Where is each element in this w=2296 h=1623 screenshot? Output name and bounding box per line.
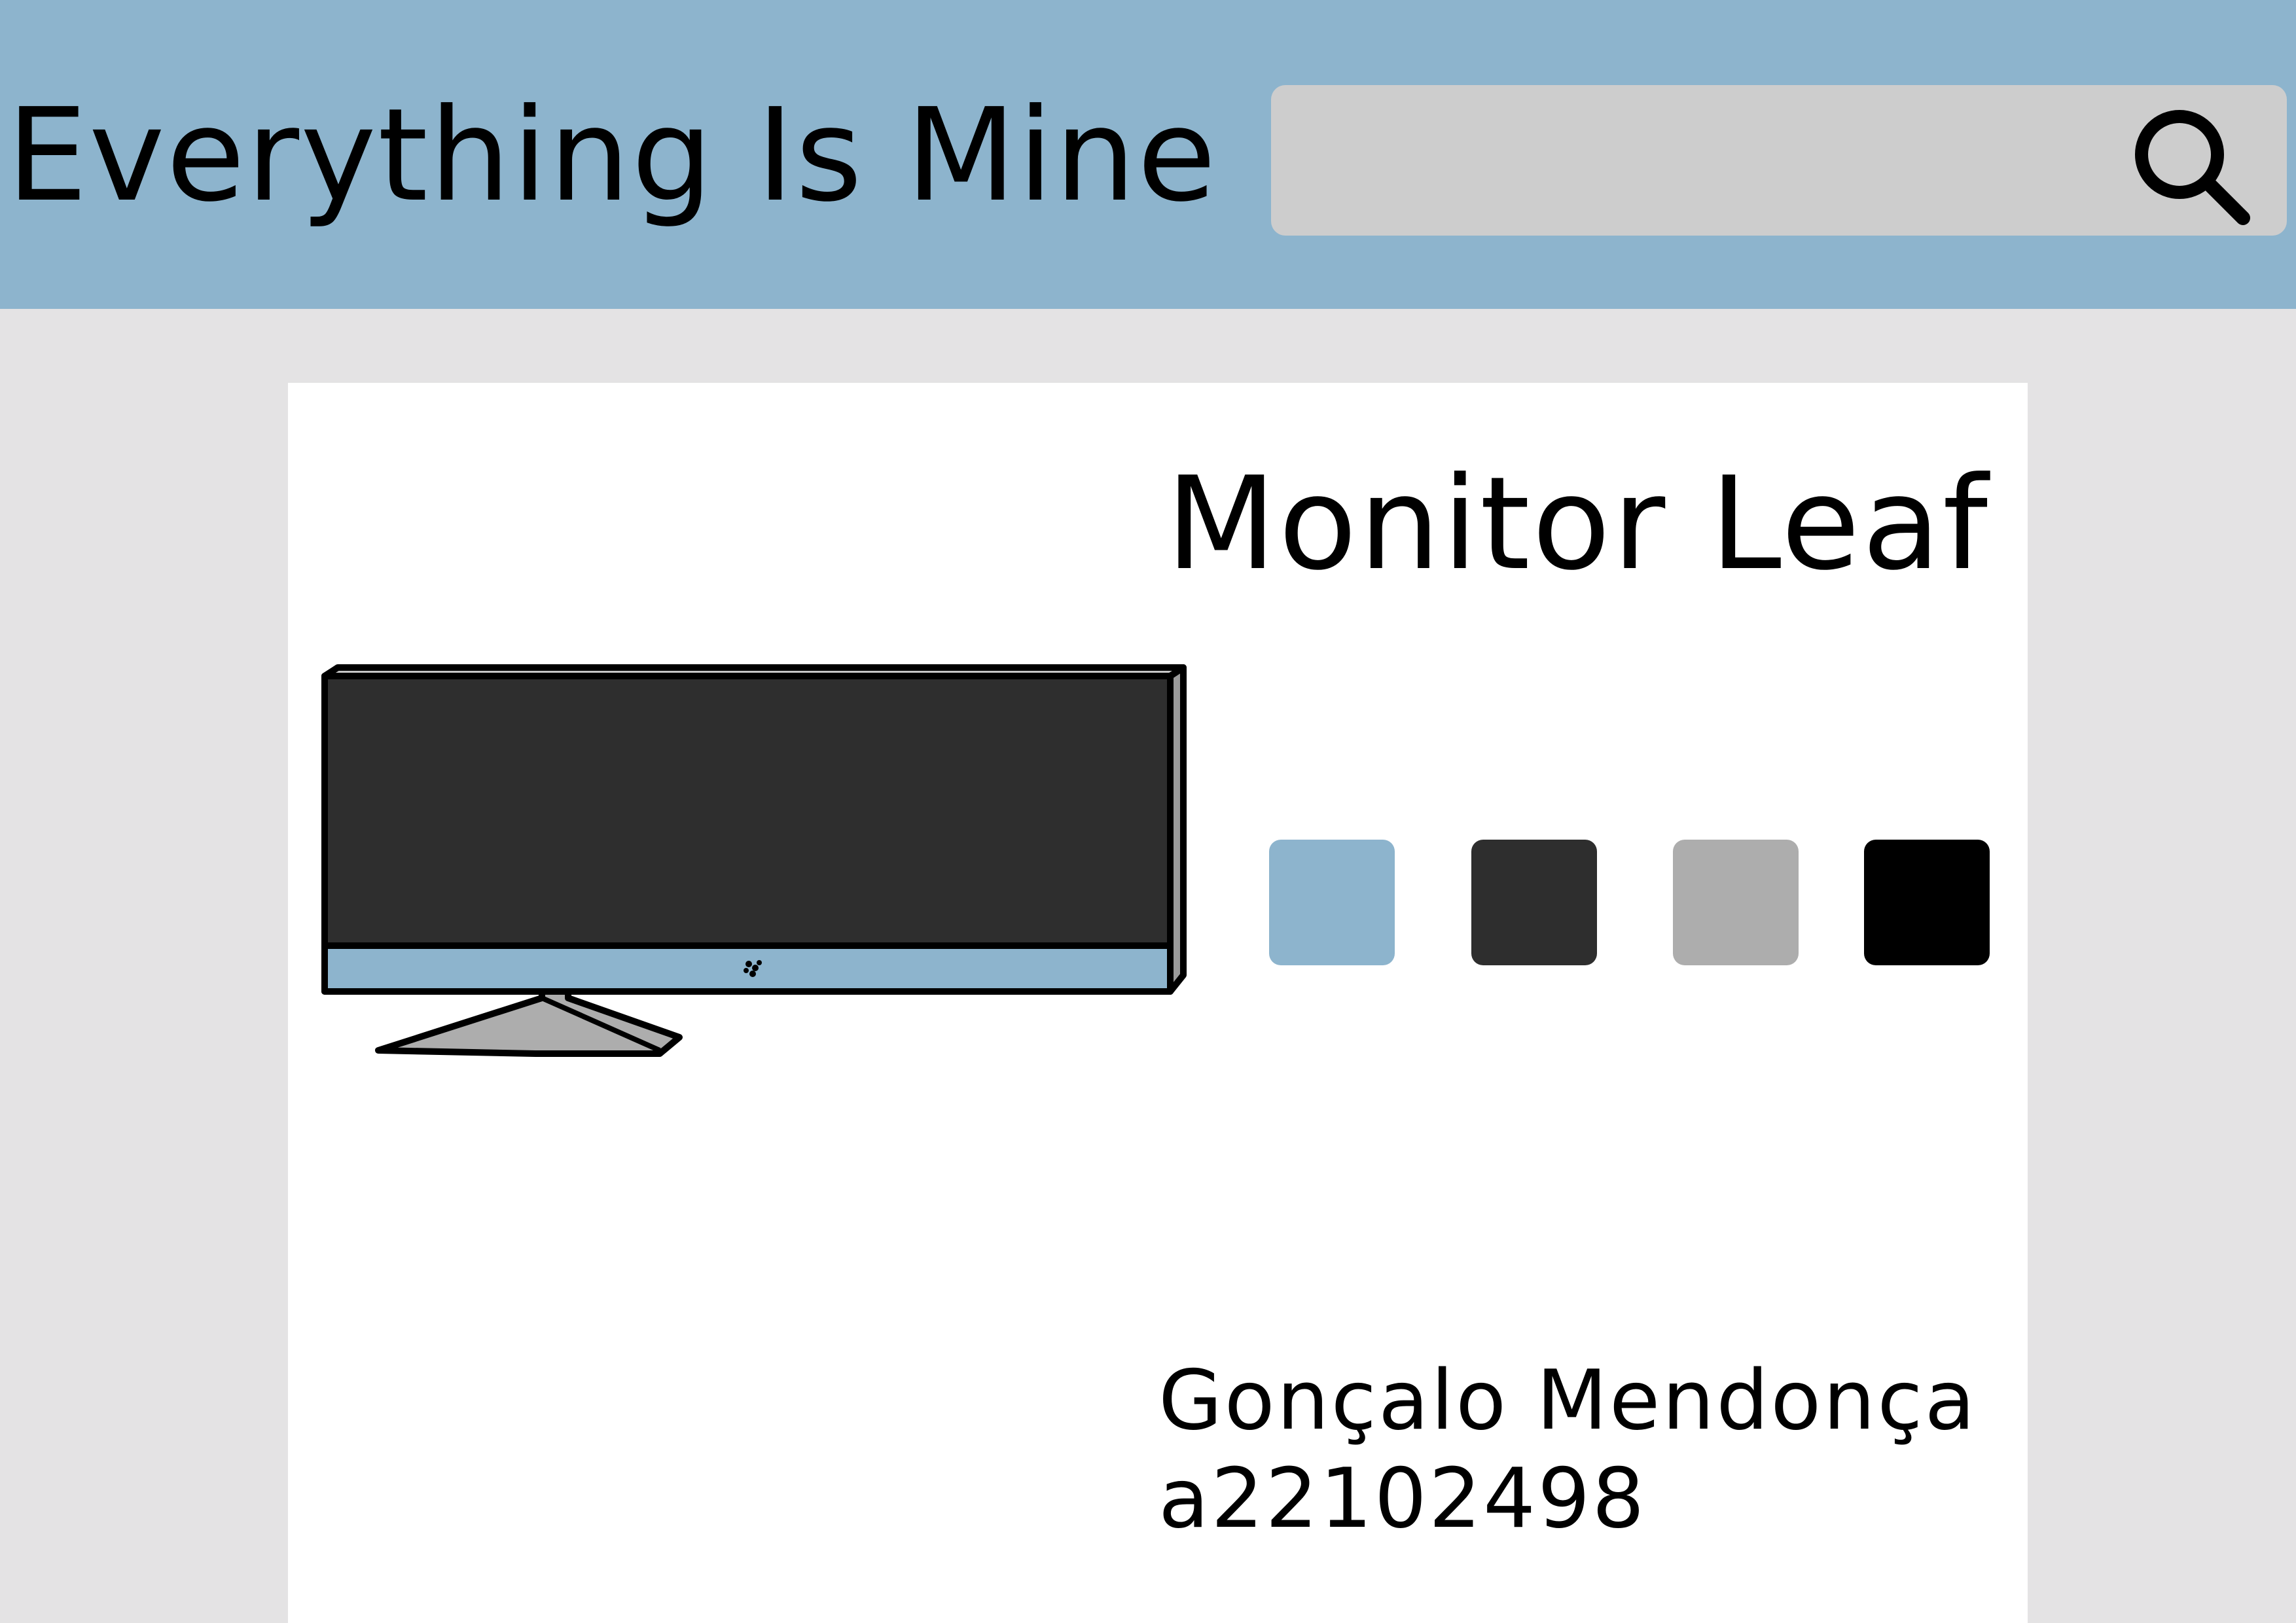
site-header: Everything Is Mine: [0, 0, 2296, 309]
search-icon[interactable]: [2122, 97, 2259, 234]
product-card: Monitor Leaf Gonçalo Mendonça a22102498: [288, 383, 2028, 1623]
credits: Gonçalo Mendonça a22102498: [1158, 1351, 1977, 1548]
color-swatch-gray[interactable]: [1673, 840, 1799, 965]
color-swatch-light-blue[interactable]: [1269, 840, 1395, 965]
product-title: Monitor Leaf: [1166, 450, 1990, 599]
search-input[interactable]: [1291, 111, 2063, 209]
color-swatch-dark-gray[interactable]: [1471, 840, 1597, 965]
site-title[interactable]: Everything Is Mine: [7, 81, 1218, 230]
author-name: Gonçalo Mendonça: [1158, 1352, 1977, 1448]
student-id: a22102498: [1158, 1450, 1647, 1546]
search-bar[interactable]: [1271, 85, 2287, 236]
color-swatch-black[interactable]: [1864, 840, 1990, 965]
monitor-icon[interactable]: [319, 658, 1223, 1077]
